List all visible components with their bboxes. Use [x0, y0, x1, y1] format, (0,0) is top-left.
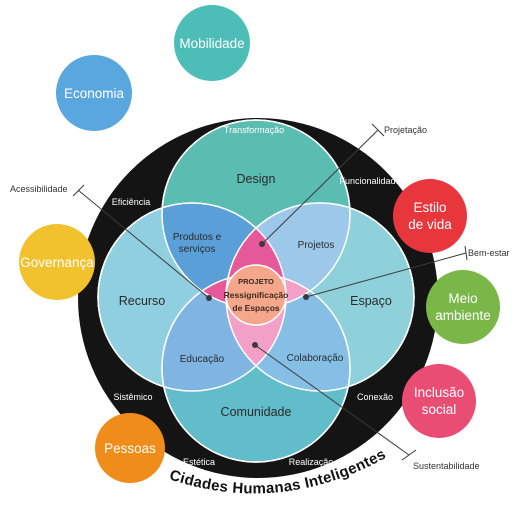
bubble-inclusao-social: Inclusão social [402, 364, 476, 438]
callout-projetacao: Projetação [384, 125, 427, 135]
svg-text:de vida: de vida [408, 217, 452, 232]
label-design: Design [237, 172, 276, 186]
ring-sistemico: Sistêmico [113, 392, 152, 402]
svg-text:ambiente: ambiente [435, 308, 491, 323]
callout-acessibilidade: Acessibilidade [10, 184, 68, 194]
ring-estetica: Estética [183, 457, 215, 467]
center-label-1: PROJETO [238, 277, 274, 286]
bubble-mobilidade: Mobilidade [174, 5, 250, 81]
callout-bem-estar: Bem-estar [468, 248, 510, 258]
center-disk [225, 264, 287, 326]
svg-text:Inclusão: Inclusão [414, 385, 464, 400]
bubble-meio-ambiente: Meio ambiente [426, 270, 500, 344]
svg-text:Pessoas: Pessoas [104, 441, 156, 456]
label-projetos: Projetos [298, 240, 335, 251]
ring-funcionalidade: Funcionalidade [339, 176, 400, 186]
bubble-pessoas: Pessoas [95, 413, 165, 483]
ring-realizacao: Realização [289, 457, 334, 467]
callout-sustentabilidade: Sustentabilidade [413, 461, 480, 471]
svg-text:Meio: Meio [448, 291, 477, 306]
ring-eficiencia: Eficiência [112, 197, 151, 207]
svg-text:social: social [422, 402, 457, 417]
svg-text:Governança: Governança [20, 255, 94, 270]
center-label-2: Ressignificação [224, 290, 289, 300]
label-educacao: Educação [180, 354, 225, 365]
svg-text:Mobilidade: Mobilidade [179, 36, 244, 51]
ring-conexao: Conexão [357, 392, 393, 402]
bubble-estilo-de-vida: Estilo de vida [393, 179, 467, 253]
label-comunidade: Comunidade [221, 405, 292, 419]
bubble-governanca: Governança [19, 224, 95, 300]
ring-transformacao: Transformação [224, 125, 284, 135]
label-espaco: Espaço [350, 294, 392, 308]
label-recurso: Recurso [119, 294, 166, 308]
bubble-economia: Economia [56, 55, 132, 131]
svg-text:Estilo: Estilo [413, 200, 446, 215]
label-produtos-2: serviços [179, 244, 216, 255]
label-colaboracao: Colaboração [287, 353, 344, 364]
svg-text:Economia: Economia [64, 86, 125, 101]
center-label-3: de Espaços [232, 303, 280, 313]
label-produtos-1: Produtos e [173, 232, 222, 243]
